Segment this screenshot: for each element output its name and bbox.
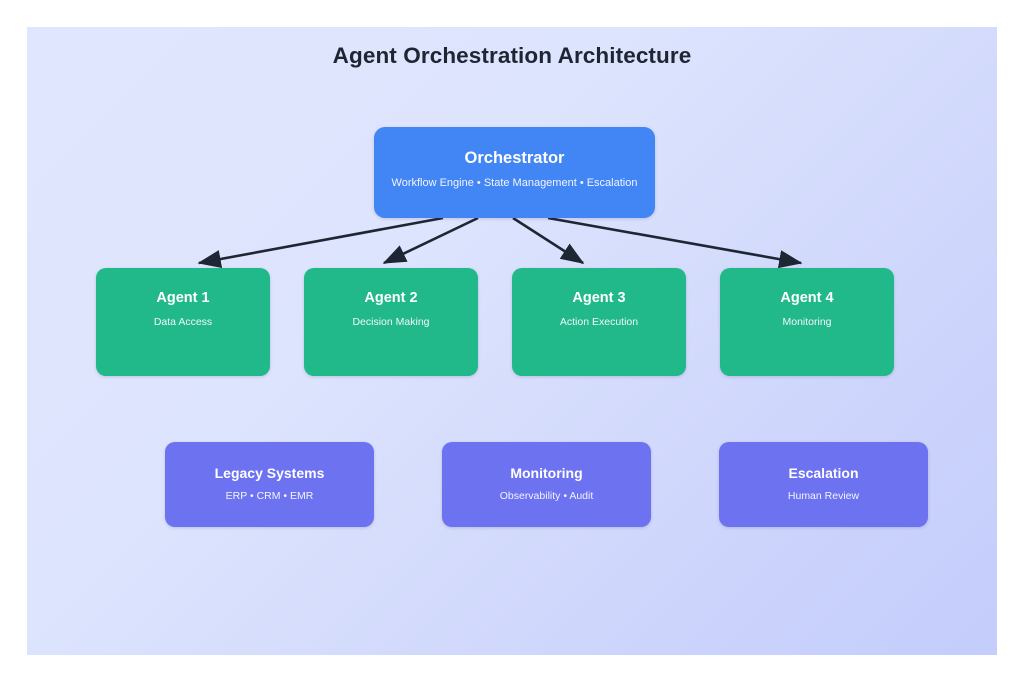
node-agent-4-title: Agent 4 bbox=[780, 290, 834, 306]
node-legacy-systems[interactable]: Legacy Systems ERP • CRM • EMR bbox=[165, 442, 374, 527]
connector-orchestrator-agent-1 bbox=[197, 216, 444, 268]
page-title: Agent Orchestration Architecture bbox=[332, 43, 692, 68]
node-agent-1[interactable]: Agent 1 Data Access bbox=[96, 268, 270, 376]
node-monitoring-subtitle: Observability • Audit bbox=[499, 490, 594, 503]
node-monitoring[interactable]: Monitoring Observability • Audit bbox=[442, 442, 651, 527]
node-agent-4[interactable]: Agent 4 Monitoring bbox=[720, 268, 894, 376]
node-monitoring-title: Monitoring bbox=[510, 465, 583, 481]
node-agent-1-title: Agent 1 bbox=[156, 290, 210, 306]
node-agent-4-subtitle: Monitoring bbox=[782, 315, 832, 328]
connector-orchestrator-agent-3 bbox=[512, 216, 585, 265]
node-agent-3-subtitle: Action Execution bbox=[559, 315, 639, 328]
connector-orchestrator-agent-2 bbox=[382, 216, 479, 265]
node-escalation-title: Escalation bbox=[788, 465, 859, 481]
node-agent-3[interactable]: Agent 3 Action Execution bbox=[512, 268, 686, 376]
node-agent-3-title: Agent 3 bbox=[572, 290, 626, 306]
node-agent-2[interactable]: Agent 2 Decision Making bbox=[304, 268, 478, 376]
connector-orchestrator-agent-4 bbox=[547, 216, 803, 269]
node-legacy-systems-title: Legacy Systems bbox=[214, 465, 325, 481]
diagram-canvas: Agent Orchestration Architecture Orchest… bbox=[27, 27, 997, 655]
node-agent-2-subtitle: Decision Making bbox=[352, 315, 430, 328]
node-agent-1-subtitle: Data Access bbox=[153, 315, 213, 328]
node-escalation[interactable]: Escalation Human Review bbox=[719, 442, 928, 527]
node-orchestrator-title: Orchestrator bbox=[464, 149, 565, 167]
node-escalation-subtitle: Human Review bbox=[787, 490, 860, 503]
node-orchestrator[interactable]: Orchestrator Workflow Engine • State Man… bbox=[374, 127, 655, 218]
node-agent-2-title: Agent 2 bbox=[364, 290, 418, 306]
node-legacy-systems-subtitle: ERP • CRM • EMR bbox=[225, 490, 314, 503]
node-orchestrator-subtitle: Workflow Engine • State Management • Esc… bbox=[391, 176, 638, 189]
